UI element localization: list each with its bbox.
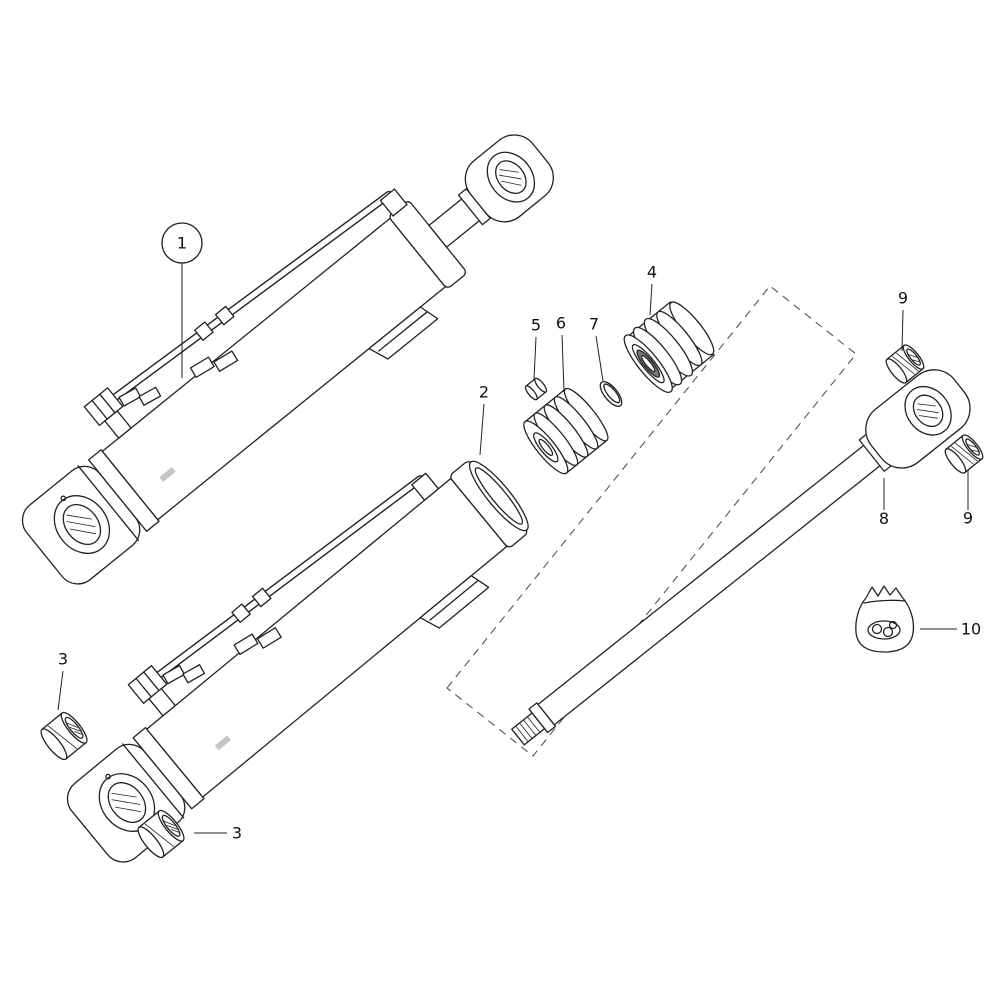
callout-5[interactable]: 5 — [531, 316, 541, 381]
pipe-union — [194, 321, 214, 341]
assembly-guide-dashed — [446, 285, 857, 757]
bushing-9a — [885, 344, 925, 384]
callout-3a-label[interactable]: 3 — [58, 650, 68, 669]
pipe-union — [214, 305, 235, 326]
rod-shaft — [537, 442, 884, 726]
grease-hole — [105, 773, 111, 780]
bushing-3a — [40, 711, 88, 761]
bushing-9b — [944, 434, 984, 474]
pipe-clamps — [162, 627, 282, 685]
callout-10[interactable]: 10 — [920, 620, 981, 639]
callout-8[interactable]: 8 — [879, 478, 889, 528]
callout-5-label[interactable]: 5 — [531, 316, 541, 335]
pipe-clamps — [118, 350, 239, 407]
callout-1[interactable]: 1 — [161, 222, 203, 378]
callout-3b[interactable]: 3 — [194, 824, 242, 843]
callout-7-label[interactable]: 7 — [589, 315, 599, 334]
plug-5 — [524, 377, 548, 401]
piston-6 — [523, 387, 609, 475]
cylinder-assembly-1 — [21, 134, 554, 585]
callouts: 1 2 3 3 4 5 6 7 — [57, 222, 981, 843]
callout-1-label[interactable]: 1 — [177, 234, 187, 253]
label-decal — [214, 735, 231, 751]
callout-2-label[interactable]: 2 — [479, 383, 489, 402]
hydraulic-pipe — [83, 188, 408, 439]
callout-3b-label[interactable]: 3 — [232, 824, 242, 843]
callout-6[interactable]: 6 — [556, 314, 566, 393]
mount-bracket — [419, 575, 490, 629]
cylinder-barrel — [146, 477, 508, 798]
piston-head-4 — [623, 301, 715, 393]
callout-9b[interactable]: 9 — [963, 470, 973, 528]
bushing-3b — [137, 809, 185, 859]
pipe-union — [231, 603, 251, 624]
pipe-union — [251, 587, 272, 608]
hydraulic-pipe — [127, 472, 440, 717]
callout-9a-label[interactable]: 9 — [898, 289, 908, 308]
callout-7[interactable]: 7 — [589, 315, 604, 382]
seal-kit-bag-10 — [855, 585, 915, 653]
mount-bracket — [368, 306, 439, 360]
label-decal — [159, 467, 176, 482]
callout-10-label[interactable]: 10 — [961, 620, 981, 639]
callout-6-label[interactable]: 6 — [556, 314, 566, 333]
callout-9b-label[interactable]: 9 — [963, 509, 973, 528]
pipe-elbow — [379, 188, 408, 217]
callout-3a[interactable]: 3 — [57, 650, 68, 711]
callout-4[interactable]: 4 — [647, 263, 657, 316]
grease-hole — [60, 495, 67, 502]
piston-rod-8 — [511, 369, 971, 746]
pipe-elbow — [411, 472, 440, 501]
callout-4-label[interactable]: 4 — [647, 263, 657, 282]
callout-9a[interactable]: 9 — [898, 289, 908, 352]
callout-2[interactable]: 2 — [479, 383, 489, 456]
backup-ring-7 — [599, 380, 623, 408]
callout-8-label[interactable]: 8 — [879, 509, 889, 528]
cylinder-barrel-2 — [66, 460, 529, 863]
